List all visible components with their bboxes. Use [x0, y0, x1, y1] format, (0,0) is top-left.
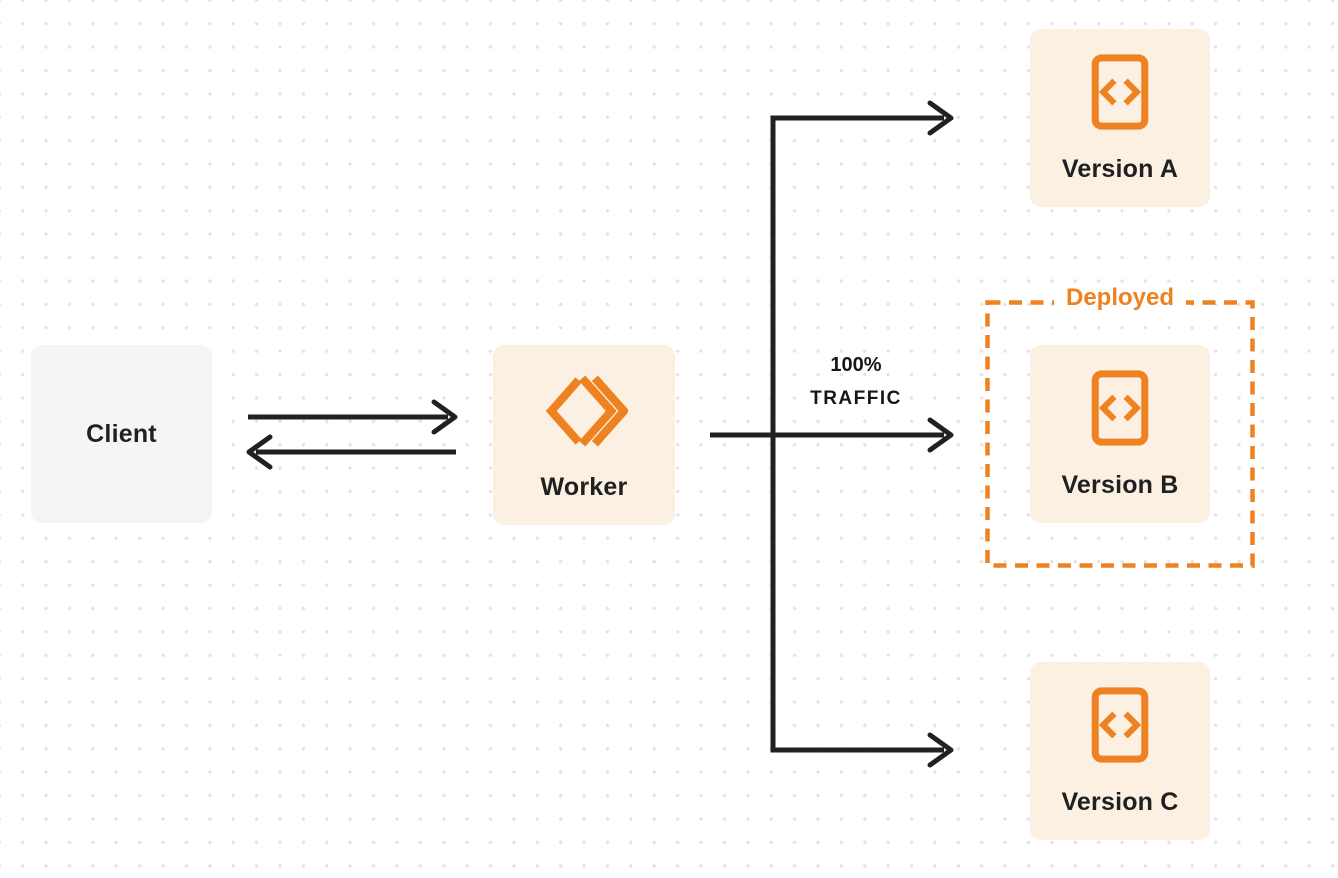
arrow-client-to-worker: [248, 399, 458, 435]
branch-to-versions-a-and-c: [770, 100, 954, 768]
code-file-icon: [1091, 369, 1149, 447]
code-file-icon: [1091, 686, 1149, 764]
arrow-worker-to-client: [246, 434, 456, 470]
traffic-percent-text: 100%: [830, 354, 882, 376]
traffic-word-text: TRAFFIC: [810, 388, 902, 409]
workers-logo-icon: [540, 371, 628, 451]
version-b-node: Version B: [1030, 345, 1210, 523]
traffic-annotation: 100% TRAFFIC: [773, 349, 939, 415]
version-c-label: Version C: [1061, 787, 1179, 816]
version-c-node: Version C: [1030, 662, 1210, 840]
arrow-worker-to-version-b: [710, 417, 954, 453]
client-node: Client: [31, 345, 212, 523]
version-a-node: Version A: [1030, 29, 1210, 207]
worker-label: Worker: [540, 472, 628, 501]
worker-node: Worker: [493, 345, 675, 525]
client-label: Client: [86, 419, 157, 448]
version-a-label: Version A: [1061, 154, 1179, 183]
code-file-icon: [1091, 53, 1149, 131]
deployed-label: Deployed: [1053, 284, 1187, 312]
version-b-label: Version B: [1061, 470, 1179, 499]
deployed-group-outline: Deployed: [985, 284, 1255, 568]
